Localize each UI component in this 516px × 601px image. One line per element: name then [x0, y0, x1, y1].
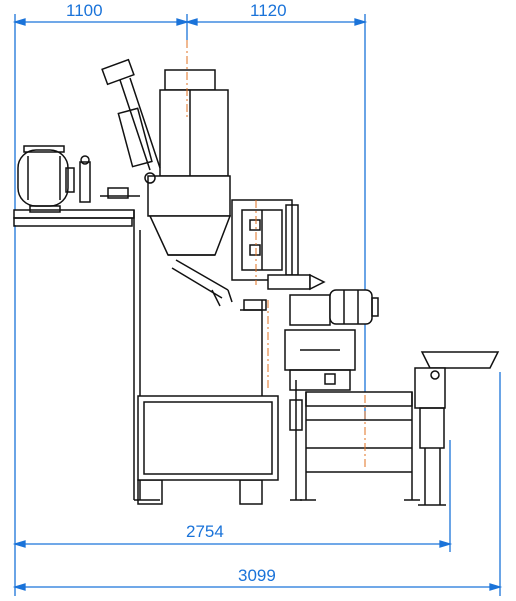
lower-cabinet: [137, 299, 279, 481]
cutter-box: [284, 329, 356, 391]
dimension-overall-total: 3099: [238, 566, 276, 585]
feed-arm: [101, 58, 161, 184]
middle-mechanism: [231, 199, 299, 281]
machine-linework: [13, 58, 500, 506]
hopper: [147, 69, 232, 256]
screw-tube: [171, 259, 233, 307]
motor: [17, 145, 75, 213]
nozzle: [267, 273, 326, 291]
conveyor: [300, 391, 420, 501]
dimension-top-left: 1100: [66, 1, 103, 20]
dimension-lines: [12, 14, 503, 596]
side-motor: [289, 289, 379, 326]
centerlines: [186, 40, 366, 470]
dimension-overall-inner: 2754: [186, 522, 224, 541]
feed-stand: [289, 380, 303, 501]
output-tray: [414, 351, 500, 506]
dimension-top-right: 1120: [250, 1, 287, 20]
upright-fitting: [79, 155, 91, 203]
